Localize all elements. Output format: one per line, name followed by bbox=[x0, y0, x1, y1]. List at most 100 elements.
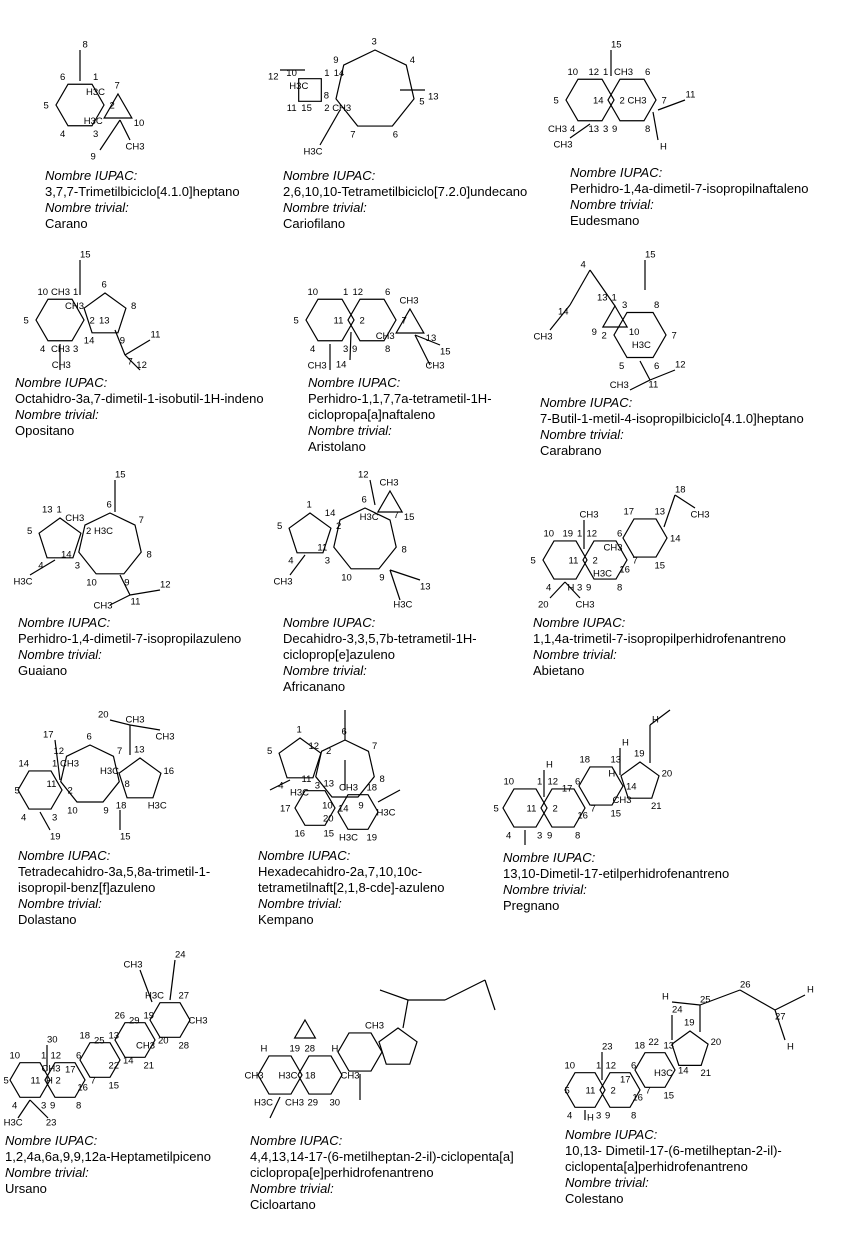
atom-label: 1 bbox=[52, 759, 57, 770]
atom-label: 23 bbox=[602, 1042, 613, 1053]
iupac-label: Nombre IUPAC: bbox=[283, 168, 376, 183]
atom-label: 18 bbox=[635, 1040, 646, 1051]
ring-bond bbox=[565, 78, 615, 122]
bond bbox=[369, 479, 376, 506]
iupac-label: Nombre IUPAC: bbox=[18, 615, 111, 630]
ring-bond bbox=[55, 83, 105, 127]
atom-label: 30 bbox=[47, 1035, 58, 1046]
atom-label: 11 bbox=[527, 804, 537, 815]
ring-bond bbox=[17, 770, 63, 810]
iupac-name: Perhidro-1,1,7,7a-tetrametil-1H- bbox=[308, 391, 492, 406]
bond bbox=[657, 99, 686, 111]
ring-bond bbox=[376, 489, 404, 513]
atom-label: 17 bbox=[43, 730, 54, 741]
atom-label: 6 bbox=[60, 72, 65, 83]
atom-label: 17 bbox=[65, 1065, 76, 1076]
atom-label: 15 bbox=[404, 512, 415, 523]
atom-label: 17 bbox=[620, 1075, 631, 1086]
ring-bond bbox=[288, 512, 332, 554]
atom-label: 29 bbox=[129, 1016, 140, 1027]
atom-label: H3C bbox=[377, 808, 396, 819]
atom-label: 18 bbox=[80, 1030, 91, 1041]
atom-label: 4 bbox=[278, 781, 283, 792]
bond bbox=[377, 789, 401, 803]
atom-label: CH3 bbox=[548, 124, 567, 135]
ring-bond bbox=[502, 788, 548, 828]
iupac-name: 2,6,10,10-Tetrametilbiciclo[7.2.0]undeca… bbox=[283, 184, 528, 199]
bond bbox=[119, 119, 131, 141]
trivial-label: Nombre trivial: bbox=[565, 1175, 649, 1190]
atom-label: CH3 bbox=[60, 759, 79, 770]
atom-label: CH3 bbox=[126, 715, 145, 726]
atom-label: 1 bbox=[603, 67, 608, 78]
atom-label: 18 bbox=[675, 485, 686, 496]
ring-bond bbox=[9, 1062, 51, 1098]
atom-label: 20 bbox=[538, 600, 549, 611]
atom-label: 10 bbox=[86, 577, 97, 588]
atom-label: H bbox=[807, 985, 814, 996]
atom-label: 24 bbox=[672, 1005, 683, 1016]
atom-label: CH3 bbox=[42, 1063, 61, 1074]
atom-label: CH3 bbox=[308, 360, 327, 371]
atom-label: 4 bbox=[570, 124, 575, 135]
atom-label: CH3 bbox=[576, 600, 595, 611]
compound-caption: Nombre IUPAC:Octahidro-3a,7-dimetil-1-is… bbox=[15, 375, 264, 439]
atom-label: 8 bbox=[83, 40, 88, 51]
compound-caption: Nombre IUPAC:7-Butil-1-metil-4-isopropil… bbox=[540, 395, 804, 459]
bond bbox=[699, 989, 741, 1006]
atom-label: 3 bbox=[622, 300, 627, 311]
bond bbox=[649, 709, 671, 726]
trivial-name: Cicloartano bbox=[250, 1197, 316, 1212]
compound-caption: Nombre IUPAC:1,2,4a,6a,9,9,12a-Heptameti… bbox=[5, 1133, 211, 1197]
atom-label: H bbox=[652, 715, 659, 726]
atom-label: H3C bbox=[632, 340, 651, 351]
atom-label: 8 bbox=[654, 300, 659, 311]
atom-label: 6 bbox=[342, 727, 347, 738]
iupac-label: Nombre IUPAC: bbox=[533, 615, 626, 630]
ring-bond bbox=[578, 766, 624, 806]
atom-label: 27 bbox=[179, 990, 190, 1001]
atom-label: 19 bbox=[367, 833, 378, 844]
atom-label: 4 bbox=[581, 260, 586, 271]
atom-label: 1 bbox=[307, 500, 312, 511]
ring-bond bbox=[294, 790, 336, 826]
atom-label: 30 bbox=[330, 1097, 341, 1108]
atom-label: 1 bbox=[93, 72, 98, 83]
bond bbox=[639, 360, 651, 381]
atom-label: 8 bbox=[380, 774, 385, 785]
atom-label: 13 bbox=[589, 124, 600, 135]
atom-label: 8 bbox=[125, 779, 130, 790]
atom-label: CH3 bbox=[126, 142, 145, 153]
atom-label: H3C bbox=[339, 833, 358, 844]
atom-label: 13 bbox=[655, 507, 666, 518]
iupac-label: Nombre IUPAC: bbox=[45, 168, 138, 183]
atom-label: H bbox=[46, 1076, 53, 1087]
atom-label: 17 bbox=[562, 784, 573, 795]
atom-label: CH3 bbox=[580, 510, 599, 521]
atom-label: 11 bbox=[131, 597, 141, 608]
atom-label: 10 bbox=[565, 1060, 576, 1071]
atom-label: H3C bbox=[4, 1117, 23, 1128]
atom-label: H3C bbox=[94, 526, 113, 537]
atom-label: CH3 bbox=[65, 513, 84, 524]
trivial-name: Abietano bbox=[533, 663, 585, 678]
atom-label: 7 bbox=[646, 1086, 651, 1097]
atom-label: 19 bbox=[50, 832, 61, 843]
atom-label: 1 bbox=[612, 293, 617, 304]
atom-label: 10 bbox=[286, 68, 297, 79]
bond bbox=[124, 339, 151, 356]
bond bbox=[389, 569, 401, 601]
atom-label: 11 bbox=[47, 779, 57, 790]
atom-label: 12 bbox=[309, 741, 320, 752]
atom-label: 10 bbox=[341, 572, 352, 583]
atom-label: CH3 bbox=[274, 577, 293, 588]
atom-label: 10 bbox=[544, 529, 555, 540]
atom-label: 9 bbox=[124, 577, 129, 588]
atom-label: CH3 bbox=[554, 140, 573, 151]
atom-label: H bbox=[787, 1042, 794, 1053]
atom-label: 15 bbox=[301, 103, 312, 114]
